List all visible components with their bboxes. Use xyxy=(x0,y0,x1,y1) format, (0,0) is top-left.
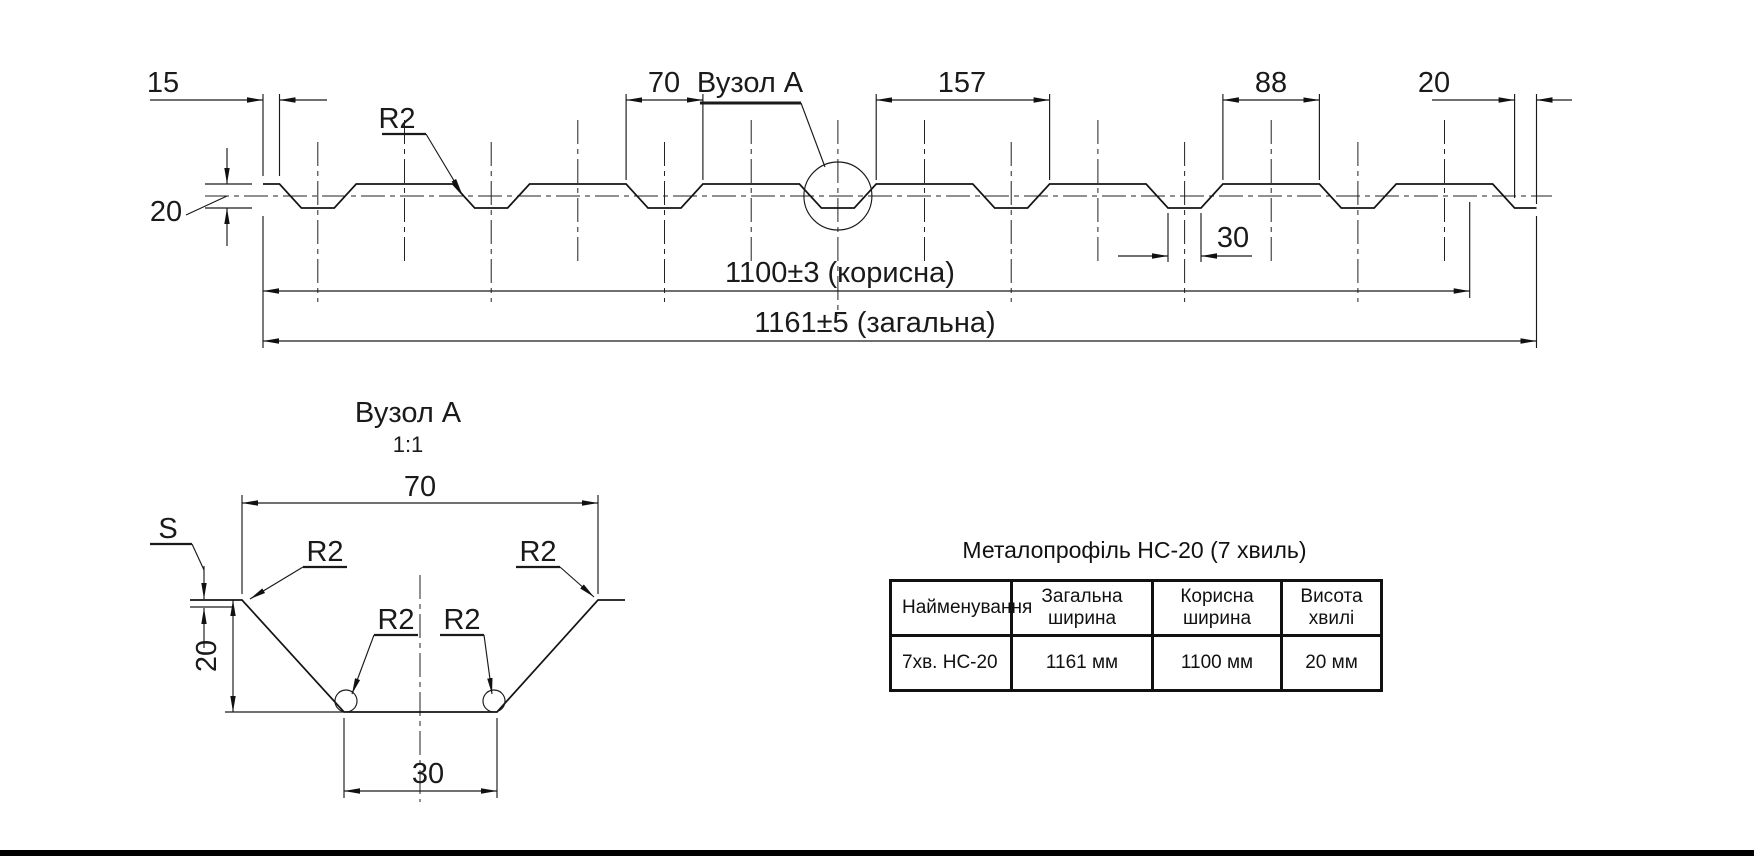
extension-lines xyxy=(625,94,704,180)
table-title: Металопрофіль НС-20 (7 хвиль) xyxy=(962,537,1307,563)
detail-dim-70-label: 70 xyxy=(404,471,436,503)
useful-width-label: 1100±3 (корисна) xyxy=(725,257,955,289)
extension-lines xyxy=(343,718,498,798)
dimension-15: 15 xyxy=(147,67,327,176)
table-data-row: 7хв. НС-20 1161 мм 1100 мм 20 мм xyxy=(889,634,1383,692)
radius-callout-bottom-left: R2 xyxy=(351,604,418,695)
cell-useful-width: 1100 мм xyxy=(1151,634,1283,692)
radius-label: R2 xyxy=(377,604,414,636)
dim-15-label: 15 xyxy=(147,67,179,99)
header-total-width: Загальна ширина xyxy=(1010,579,1154,637)
detail-dim-30-label: 30 xyxy=(412,758,444,790)
node-a-label: Вузол А xyxy=(697,67,804,99)
extension-lines xyxy=(1222,94,1320,180)
radius-label: R2 xyxy=(519,536,556,568)
detail-dimension-70: 70 xyxy=(241,471,599,594)
dim-88-label: 88 xyxy=(1255,67,1287,99)
thickness-callout: S xyxy=(150,513,207,648)
radius-callout-bottom-right: R2 xyxy=(440,604,493,695)
dim-30-label: 30 xyxy=(1217,222,1249,254)
cell-total-width: 1161 мм xyxy=(1010,634,1154,692)
total-width-label: 1161±5 (загальна) xyxy=(754,307,995,339)
leader-line xyxy=(191,543,205,571)
detail-dimension-20: 20 xyxy=(191,600,344,713)
dim-157-label: 157 xyxy=(938,67,986,99)
extension-lines xyxy=(262,94,281,176)
leader-line xyxy=(800,102,826,168)
bottom-edge-line xyxy=(0,850,1754,856)
extension-lines xyxy=(875,94,1051,180)
dimension-157: 157 xyxy=(875,67,1051,180)
groove-centerlines xyxy=(317,120,1359,316)
radius-callout-top-right: R2 xyxy=(516,536,595,598)
spec-table-section: Металопрофіль НС-20 (7 хвиль) Найменуван… xyxy=(889,536,1383,692)
leader-arrow xyxy=(559,566,595,598)
table-header-row: Найменування Загальна ширина Корисна шир… xyxy=(889,579,1383,637)
radius-label: R2 xyxy=(306,536,343,568)
leader-arrow xyxy=(483,634,493,695)
dim-20-height-label: 20 xyxy=(150,196,182,228)
cell-wave-height: 20 мм xyxy=(1280,634,1383,692)
dimension-useful-width: 1100±3 (корисна) xyxy=(262,202,1471,348)
extension-lines xyxy=(241,495,599,594)
fillet-arc-left xyxy=(334,689,358,713)
dimension-20-edge: 20 xyxy=(1418,67,1572,204)
dimension-70: 70 xyxy=(625,67,704,180)
cell-name: 7хв. НС-20 xyxy=(889,634,1013,692)
flat-centerlines xyxy=(404,120,1445,266)
radius-label: R2 xyxy=(443,604,480,636)
leader-line xyxy=(185,195,228,216)
dimension-30: 30 xyxy=(1118,213,1252,262)
header-useful-width: Корисна ширина xyxy=(1151,579,1283,637)
radius-callout-top: R2 xyxy=(378,103,463,195)
thickness-label: S xyxy=(158,513,177,545)
leader-arrow xyxy=(351,634,375,695)
leader-arrow xyxy=(425,133,463,195)
radius-label: R2 xyxy=(378,103,415,135)
radius-callout-top-left: R2 xyxy=(249,536,347,600)
dimension-20-height: 20 xyxy=(150,148,252,246)
header-wave-height: Висота хвилі xyxy=(1280,579,1383,637)
detail-callout-circle xyxy=(803,161,873,231)
fillet-arc-right xyxy=(482,689,506,713)
detail-title: Вузол А xyxy=(355,397,462,429)
extension-lines xyxy=(262,202,1471,348)
extension-lines xyxy=(1514,94,1538,204)
dimension-88: 88 xyxy=(1222,67,1320,180)
detail-dim-20-label: 20 xyxy=(191,640,223,672)
spec-table: Найменування Загальна ширина Корисна шир… xyxy=(889,579,1383,692)
detail-dimension-30: 30 xyxy=(343,718,498,798)
detail-scale: 1:1 xyxy=(393,432,424,457)
node-a-callout: Вузол А xyxy=(697,67,826,168)
leader-arrow xyxy=(249,566,304,600)
detail-view: Вузол А 1:1 70 S 20 R2 xyxy=(150,397,625,802)
header-name: Найменування xyxy=(889,579,1032,637)
dim-20-edge-label: 20 xyxy=(1418,67,1450,99)
dimension-total-width: 1161±5 (загальна) xyxy=(263,216,1538,348)
dim-70-label: 70 xyxy=(648,67,680,99)
